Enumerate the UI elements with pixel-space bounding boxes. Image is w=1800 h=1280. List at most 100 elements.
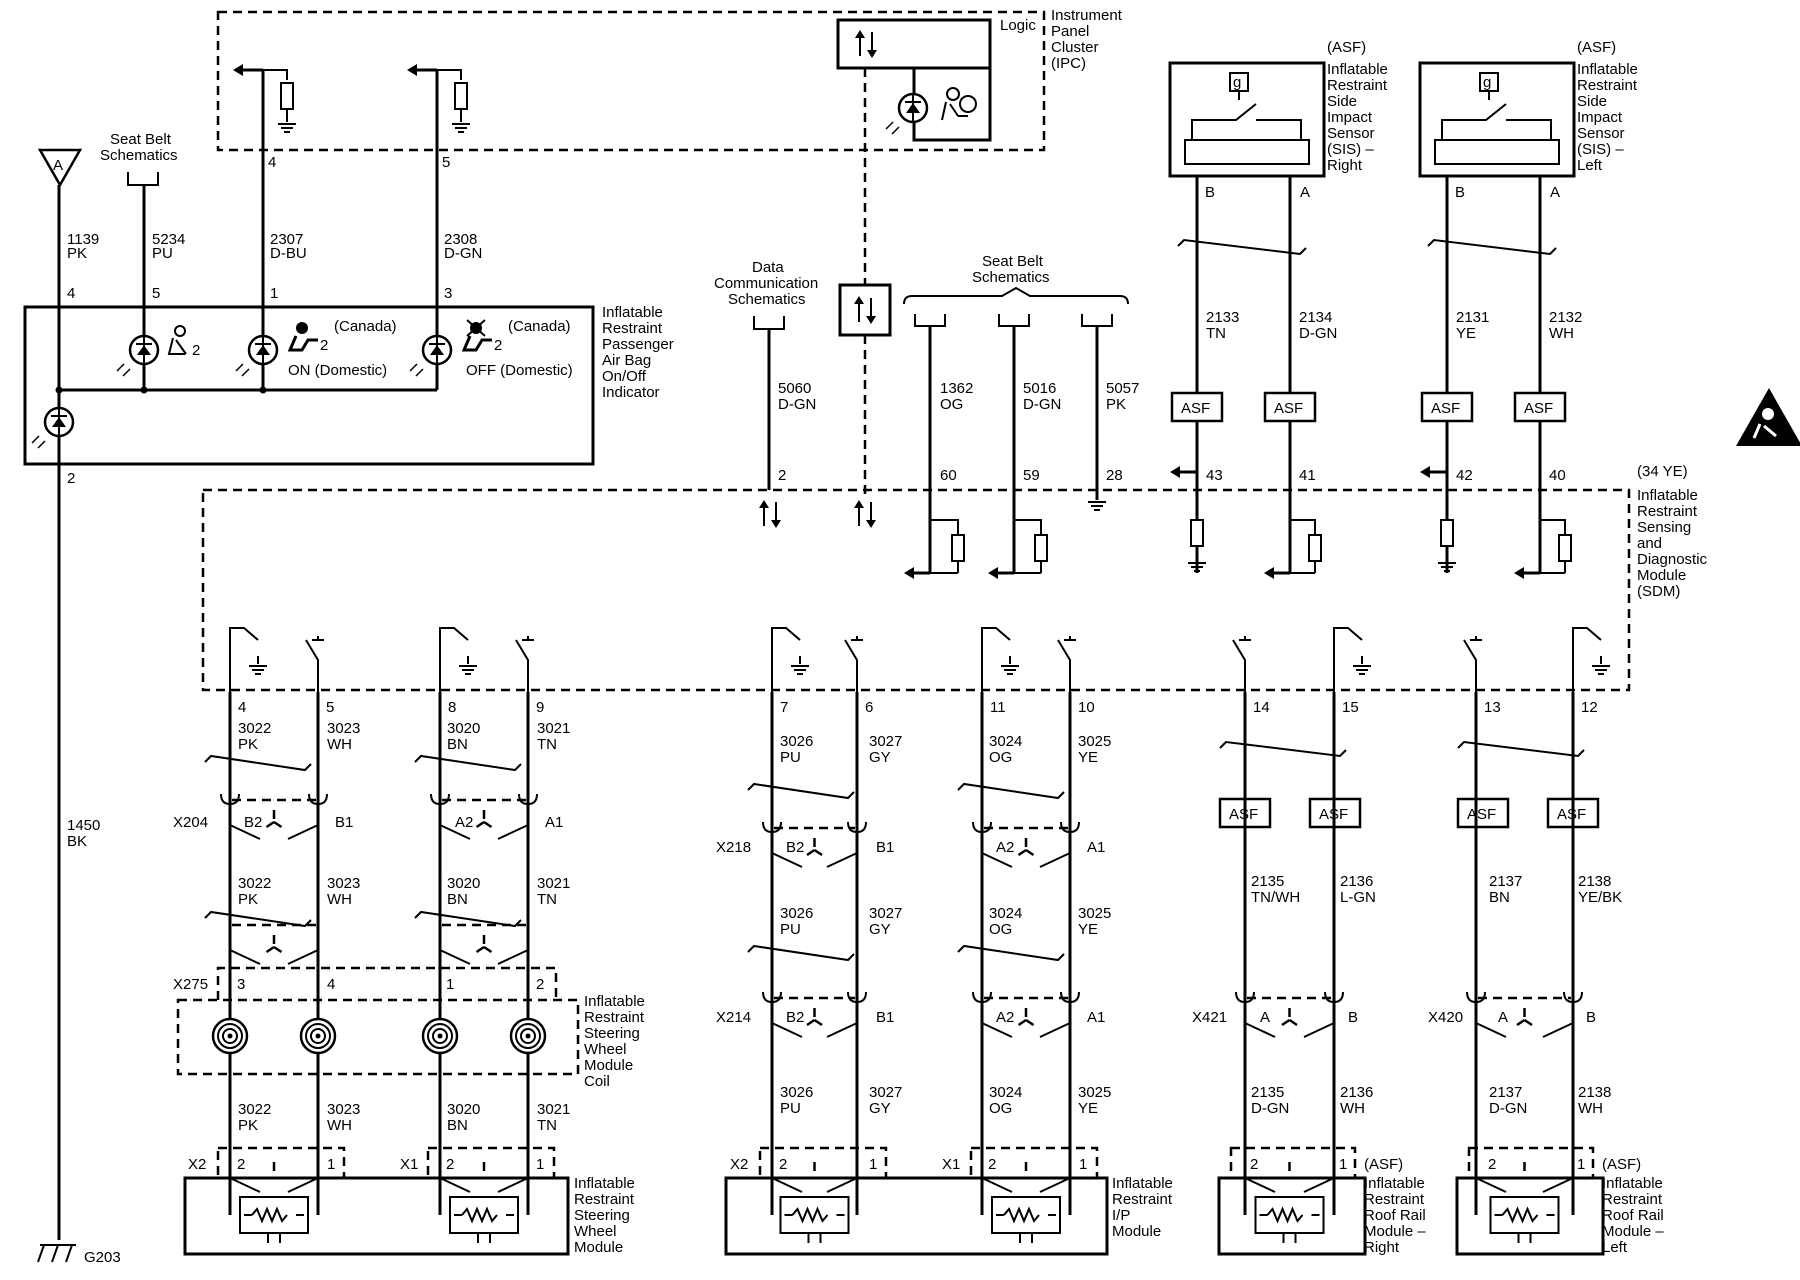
svg-text:B: B	[1348, 1009, 1358, 1026]
sdm-out-pin: 13	[1484, 699, 1501, 716]
svg-text:2137: 2137	[1489, 1084, 1522, 1101]
deployment-loop-wiring	[211, 692, 1583, 1244]
svg-text:BN: BN	[447, 736, 468, 753]
svg-text:D-GN: D-GN	[778, 396, 816, 413]
svg-text:B2: B2	[244, 814, 262, 831]
svg-text:1139: 1139	[67, 231, 99, 248]
svg-text:B: B	[1586, 1009, 1596, 1026]
svg-text:L-GN: L-GN	[1340, 889, 1376, 906]
ground-wire-color: BK	[67, 833, 87, 850]
svg-text:2: 2	[536, 976, 544, 993]
svg-text:Inflatable: Inflatable	[1112, 1175, 1173, 1192]
svg-text:28: 28	[1106, 467, 1123, 484]
svg-text:Communication: Communication	[714, 275, 818, 292]
svg-text:3023: 3023	[327, 875, 360, 892]
svg-text:2: 2	[1488, 1156, 1496, 1173]
svg-text:D-GN: D-GN	[444, 245, 482, 262]
svg-text:3021: 3021	[537, 1101, 570, 1118]
svg-text:A2: A2	[996, 839, 1014, 856]
svg-text:X204: X204	[173, 814, 208, 831]
sdm-switch-8: 10	[1057, 636, 1095, 716]
svg-text:4: 4	[67, 285, 75, 302]
clockspring-coil-icon	[421, 1017, 459, 1055]
svg-text:A: A	[1300, 184, 1310, 201]
clockspring-coil-icon	[211, 1017, 249, 1055]
svg-text:Inflatable: Inflatable	[1637, 487, 1698, 504]
svg-text:Module –: Module –	[1364, 1223, 1426, 1240]
svg-text:2135: 2135	[1251, 873, 1284, 890]
svg-text:Module: Module	[1637, 567, 1686, 584]
sdm-switch-1: 4	[229, 627, 268, 716]
pad-module-box	[23, 305, 595, 466]
sdm-out-pin: 14	[1253, 699, 1270, 716]
svg-text:Inflatable: Inflatable	[1602, 1175, 1663, 1192]
svg-text:X1: X1	[400, 1156, 418, 1173]
svg-text:Restraint: Restraint	[1112, 1191, 1173, 1208]
svg-text:2132: 2132	[1549, 309, 1582, 326]
svg-text:Left: Left	[1577, 157, 1603, 174]
svg-text:ASF: ASF	[1467, 806, 1496, 823]
svg-text:TN: TN	[1206, 325, 1226, 342]
svg-text:WH: WH	[327, 891, 352, 908]
svg-text:GY: GY	[869, 921, 891, 938]
svg-text:D-GN: D-GN	[1023, 396, 1061, 413]
canada-label-off: (Canada)	[508, 318, 571, 335]
sis-right-box	[1168, 61, 1326, 178]
sdm-label: Inflatable Restraint Sensing and Diagnos…	[1637, 487, 1708, 600]
svg-text:Module: Module	[1112, 1223, 1161, 1240]
svg-text:Inflatable: Inflatable	[1577, 61, 1638, 78]
sdm-switch-5: 7	[771, 627, 810, 716]
svg-text:X1: X1	[942, 1156, 960, 1173]
svg-text:3024: 3024	[989, 905, 1022, 922]
sdm-switch-4: 9	[515, 636, 544, 716]
svg-text:A1: A1	[545, 814, 563, 831]
sdm-out-pin: 5	[326, 699, 334, 716]
svg-text:3024: 3024	[989, 733, 1022, 750]
ground-wire-num: 1450	[67, 817, 100, 834]
svg-text:Restraint: Restraint	[1327, 77, 1388, 94]
svg-text:3027: 3027	[869, 905, 902, 922]
svg-text:PK: PK	[1106, 396, 1126, 413]
svg-text:GY: GY	[869, 1100, 891, 1117]
svg-text:WH: WH	[327, 736, 352, 753]
roof-right-label: Inflatable Restraint Roof Rail Module – …	[1364, 1175, 1426, 1256]
svg-text:(SDM): (SDM)	[1637, 583, 1680, 600]
svg-text:Sensing: Sensing	[1637, 519, 1691, 536]
svg-text:Restraint: Restraint	[602, 320, 663, 337]
svg-text:TN: TN	[537, 891, 557, 908]
svg-text:2131: 2131	[1456, 309, 1489, 326]
connector-a: A	[37, 148, 83, 188]
svg-text:WH: WH	[1340, 1100, 1365, 1117]
svg-text:Diagnostic: Diagnostic	[1637, 551, 1708, 568]
svg-text:Inflatable: Inflatable	[602, 304, 663, 321]
ground-g203: G203	[37, 1244, 121, 1266]
sdm-switch-6: 6	[844, 636, 873, 716]
svg-text:2134: 2134	[1299, 309, 1332, 326]
svg-text:On/Off: On/Off	[602, 368, 647, 385]
sis-left-box	[1418, 61, 1576, 178]
svg-text:ASF: ASF	[1274, 400, 1303, 417]
svg-text:3026: 3026	[780, 733, 813, 750]
svg-text:WH: WH	[327, 1117, 352, 1134]
svg-text:Right: Right	[1364, 1239, 1400, 1256]
sdm-switch-10: 15	[1333, 627, 1372, 716]
svg-text:2308: 2308	[444, 231, 477, 248]
svg-text:2137: 2137	[1489, 873, 1522, 890]
connector-a-label: A	[53, 157, 63, 174]
svg-text:(IPC): (IPC)	[1051, 55, 1086, 72]
svg-text:1: 1	[1079, 1156, 1087, 1173]
off-domestic-label: OFF (Domestic)	[466, 362, 573, 379]
svg-text:59: 59	[1023, 467, 1040, 484]
svg-text:X2: X2	[730, 1156, 748, 1173]
svg-text:(SIS) –: (SIS) –	[1327, 141, 1374, 158]
svg-text:3025: 3025	[1078, 733, 1111, 750]
svg-text:2: 2	[446, 1156, 454, 1173]
sdm-switch-11: 13	[1463, 636, 1501, 716]
svg-text:D-GN: D-GN	[1299, 325, 1337, 342]
svg-text:GY: GY	[869, 749, 891, 766]
svg-text:PU: PU	[780, 749, 801, 766]
